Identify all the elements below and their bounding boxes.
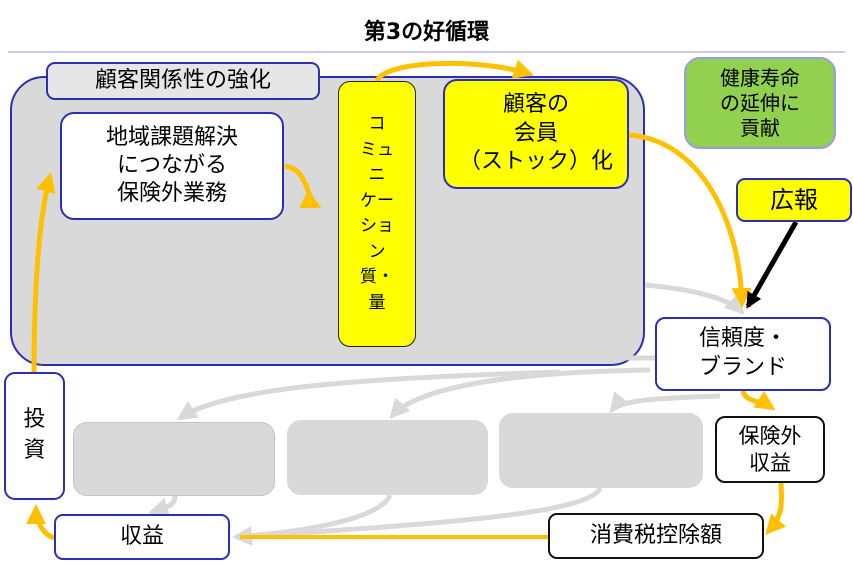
arrow-brand-to-placeholder-3 — [609, 391, 721, 414]
arrow-shueki-to-toushi — [26, 504, 56, 541]
placeholder-box-3 — [499, 413, 703, 488]
node-communication: コ ミュ ニ ケー ショ ン 質・ 量 — [338, 81, 416, 347]
arrow-kaiin-to-brand — [628, 132, 752, 308]
node-non-insurance-revenue: 保険外 収益 — [715, 416, 825, 483]
node-revenue: 収益 — [54, 514, 230, 560]
node-trust-brand: 信頼度・ ブランド — [655, 317, 831, 391]
arrow-placeholder-1-to-shueki — [148, 495, 178, 517]
communication-line: 質・ — [360, 267, 394, 287]
placeholder-box-1 — [73, 422, 275, 496]
communication-line: ケー — [360, 190, 394, 211]
arrow-placeholder-2-to-shueki — [235, 493, 393, 540]
arrow-placeholder-3-to-shueki — [232, 486, 603, 546]
node-local-issue-business: 地域課題解決 につながる 保険外業務 — [60, 112, 284, 220]
arrow-brand-to-hokengai — [740, 390, 776, 411]
communication-line: ニ — [368, 165, 386, 185]
diagram-title: 第3の好循環 — [363, 20, 490, 45]
node-customer-membership: 顧客の 会員 （ストック）化 — [443, 79, 629, 189]
node-public-relations: 広報 — [736, 178, 852, 222]
arrow-kouhou-to-brand — [745, 220, 799, 309]
arrow-brand-to-placeholder-1 — [176, 369, 561, 421]
communication-line: ン — [368, 241, 386, 262]
panel-label: 顧客関係性の強化 — [46, 62, 320, 100]
communication-line: ミュ — [360, 139, 394, 160]
communication-line: ショ — [360, 216, 394, 236]
communication-line: 量 — [368, 292, 386, 313]
arrow-hokengai-to-shohi — [765, 482, 787, 536]
placeholder-box-2 — [287, 420, 488, 495]
title-divider — [8, 51, 845, 53]
node-investment: 投 資 — [4, 372, 65, 500]
communication-line: コ — [368, 114, 386, 134]
arrow-panel-to-brand — [644, 282, 745, 315]
arrow-brand-to-placeholder-2 — [389, 367, 651, 419]
node-healthy-life-expectancy: 健康寿命 の延伸に 貢献 — [684, 57, 836, 149]
node-consumption-tax-deduction: 消費税控除額 — [548, 513, 764, 559]
